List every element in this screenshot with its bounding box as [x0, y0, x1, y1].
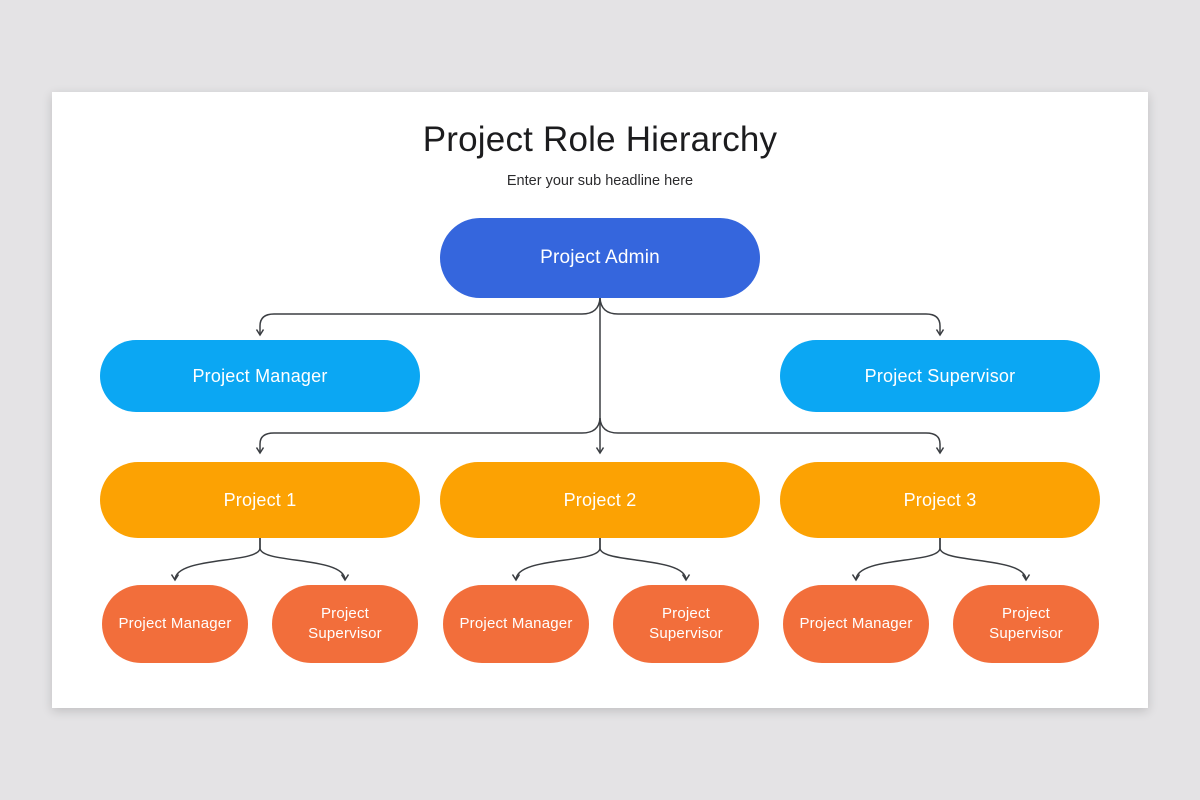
edge-p2-manager — [511, 538, 601, 582]
edge-root-supervisor — [599, 297, 945, 337]
node-p2-supervisor: Project Supervisor — [613, 585, 759, 663]
node-project-supervisor-l2: Project Supervisor — [780, 340, 1100, 412]
edge-spine-project3 — [599, 417, 945, 455]
node-p1-manager: Project Manager — [102, 585, 248, 663]
node-project-admin: Project Admin — [440, 218, 760, 298]
edge-p1-supervisor — [259, 538, 350, 582]
node-project-1: Project 1 — [100, 462, 420, 538]
edge-root-manager — [255, 297, 601, 337]
slide-card: Project Role Hierarchy Enter your sub he… — [52, 92, 1148, 708]
edge-p3-manager — [851, 538, 941, 582]
node-p1-supervisor: Project Supervisor — [272, 585, 418, 663]
node-project-3: Project 3 — [780, 462, 1100, 538]
edge-p2-supervisor — [599, 538, 691, 582]
node-project-manager-l2: Project Manager — [100, 340, 420, 412]
node-p3-manager: Project Manager — [783, 585, 929, 663]
node-project-2: Project 2 — [440, 462, 760, 538]
node-p2-manager: Project Manager — [443, 585, 589, 663]
connector-lines — [170, 297, 1031, 582]
node-p3-supervisor: Project Supervisor — [953, 585, 1099, 663]
edge-spine-project1 — [255, 417, 601, 455]
slide-title: Project Role Hierarchy — [422, 120, 778, 159]
edge-p1-manager — [170, 538, 261, 582]
slide-subtitle: Enter your sub headline here — [506, 173, 694, 189]
edge-p3-supervisor — [939, 538, 1031, 582]
